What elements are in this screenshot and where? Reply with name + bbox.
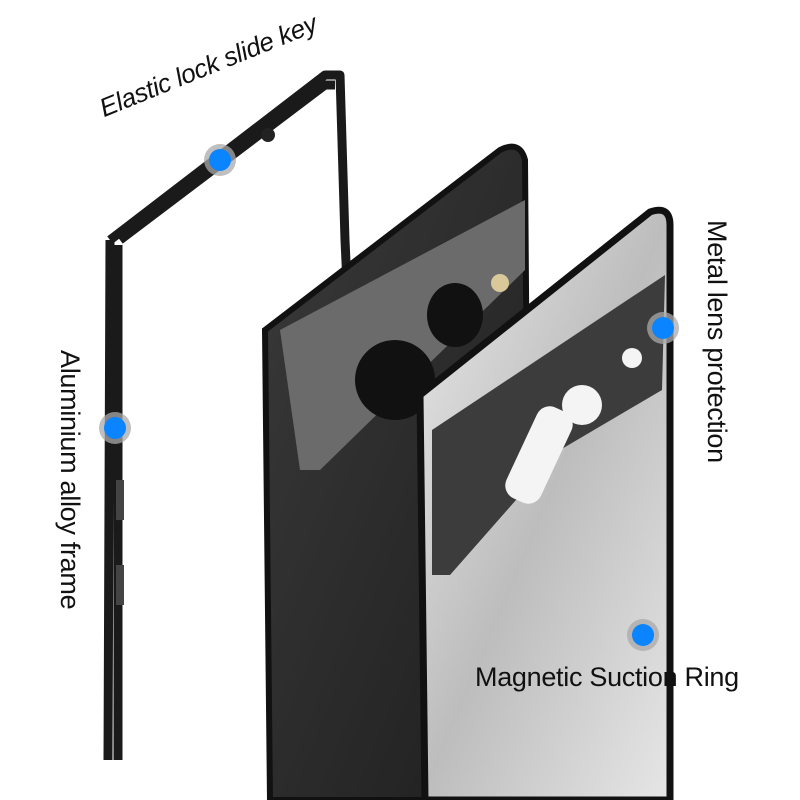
hotspot-magnetic [632, 624, 654, 646]
hotspot-lens [652, 317, 674, 339]
case-cutout [505, 406, 573, 504]
label-magnetic: Magnetic Suction Ring [475, 662, 739, 692]
aluminium-frame [103, 70, 355, 761]
case-cutout [562, 385, 602, 425]
label-frame: Aluminium alloy frame [55, 350, 85, 610]
hotspot-frame [104, 417, 126, 439]
label-lens: Metal lens protection [702, 220, 732, 463]
camera-lens [355, 340, 435, 420]
case-cutout [622, 348, 642, 368]
frame-button [116, 565, 124, 605]
hotspot-slide-key [209, 149, 231, 171]
slide-key [261, 128, 275, 142]
camera-bar [280, 200, 525, 470]
camera-lens [427, 283, 483, 347]
flash [491, 274, 509, 292]
frame-button [116, 480, 124, 520]
